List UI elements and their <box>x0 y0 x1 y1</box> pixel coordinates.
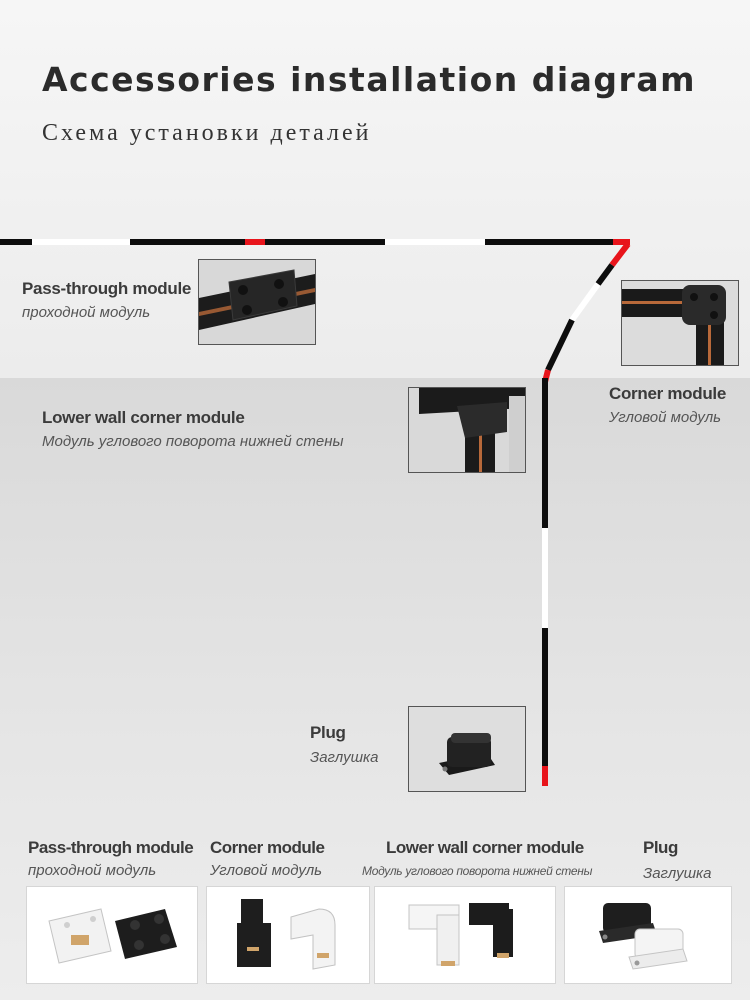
track-segment <box>485 239 613 245</box>
pass-through-label-ru: проходной модуль <box>22 304 151 321</box>
pass-through-product-card <box>26 886 198 984</box>
corner-product-card <box>206 886 370 984</box>
track-gap <box>542 528 548 628</box>
page-subtitle: Схема установки деталей <box>42 120 372 146</box>
track-segment <box>265 239 385 245</box>
plug-product-card <box>564 886 732 984</box>
track-joint-corner <box>613 239 630 245</box>
track-gap <box>385 239 485 245</box>
pass-through-photo <box>198 259 316 345</box>
bottom-lower-wall-label: Lower wall corner module <box>386 838 584 857</box>
page-title: Accessories installation diagram <box>42 60 696 99</box>
track-segment <box>542 628 548 766</box>
vertical-track <box>542 378 548 786</box>
bottom-corner-label-ru: Угловой модуль <box>210 862 323 879</box>
plug-label: Plug <box>310 723 346 742</box>
track-joint-end <box>542 766 548 786</box>
corner-photo <box>621 280 739 366</box>
pass-through-label: Pass-through module <box>22 279 192 298</box>
bottom-corner-label: Corner module <box>210 838 325 857</box>
lower-wall-product-card <box>374 886 556 984</box>
horizontal-track <box>0 239 630 245</box>
diagonal-track <box>542 242 631 383</box>
plug-photo <box>408 706 526 792</box>
track-segment <box>130 239 245 245</box>
bottom-pass-through-label-ru: проходной модуль <box>28 862 157 879</box>
bottom-pass-through-label: Pass-through module <box>28 838 194 857</box>
bottom-plug-label: Plug <box>643 838 678 857</box>
lower-wall-label: Lower wall corner module <box>42 408 245 427</box>
corner-label: Corner module <box>609 384 727 403</box>
track-gap <box>32 239 130 245</box>
bottom-lower-wall-label-ru: Модуль углового поворота нижней стены <box>362 864 593 878</box>
track-segment <box>542 378 548 528</box>
lower-wall-label-ru: Модуль углового поворота нижней стены <box>42 433 344 450</box>
track-joint <box>245 239 265 245</box>
corner-label-ru: Угловой модуль <box>609 409 722 426</box>
track-segment <box>0 239 32 245</box>
lower-wall-photo <box>408 387 526 473</box>
bottom-plug-label-ru: Заглушка <box>643 865 712 882</box>
plug-label-ru: Заглушка <box>310 749 379 766</box>
